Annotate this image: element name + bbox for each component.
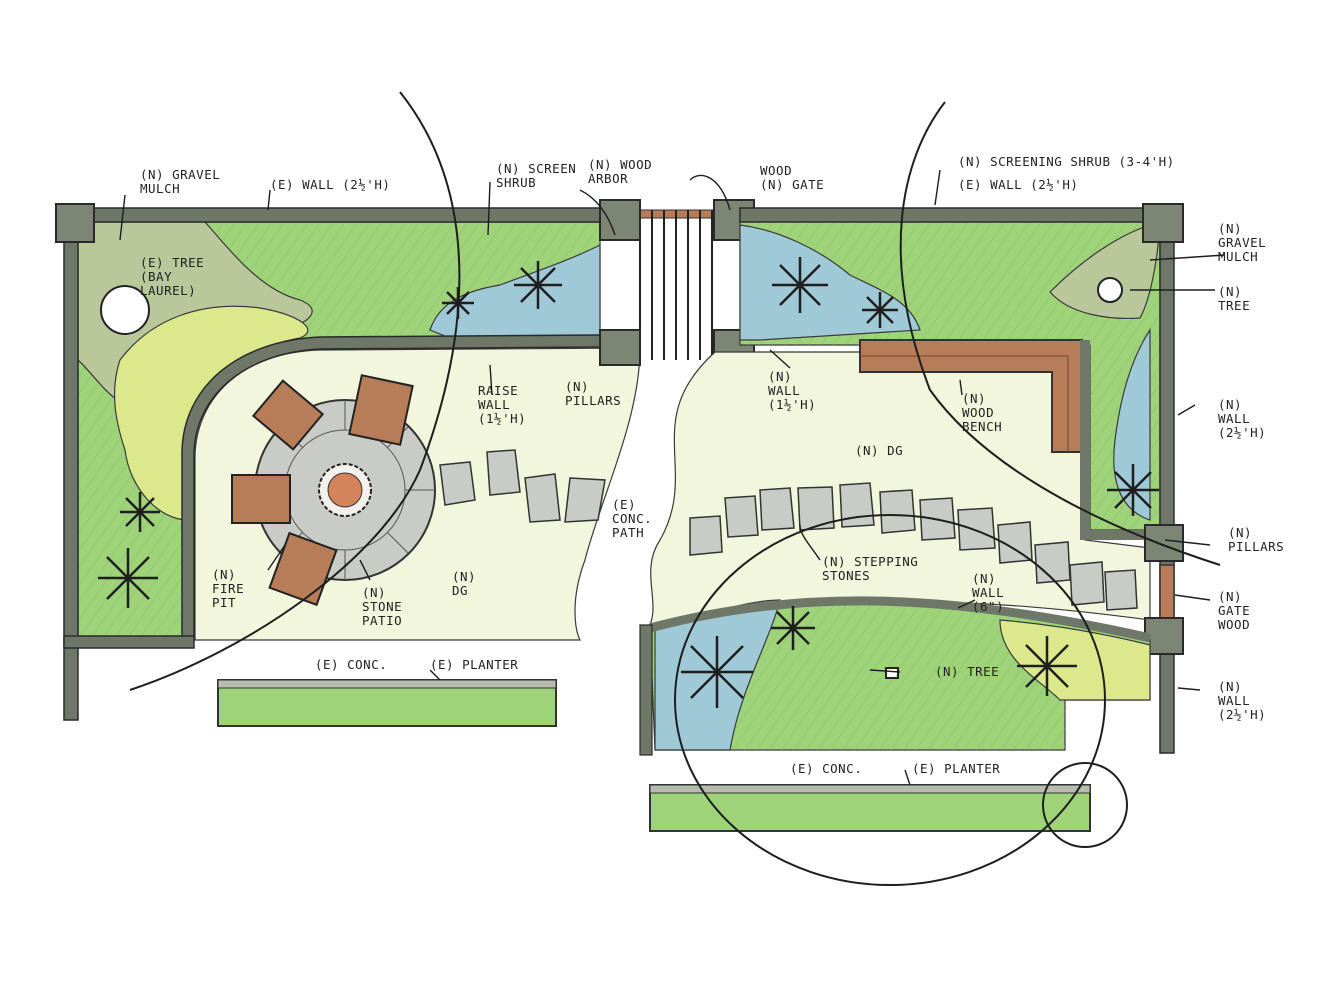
sketch-arcs <box>129 91 1221 886</box>
raised-curved-wall <box>182 335 601 640</box>
right-garden <box>639 203 1184 756</box>
label-wall-right-side: (N) WALL (2½'H) <box>1218 397 1267 440</box>
arbor-and-gate <box>599 199 755 366</box>
chair-3 <box>231 474 291 524</box>
planters <box>217 679 1091 832</box>
left-garden <box>55 203 641 721</box>
pillar-bl <box>599 329 641 366</box>
label-screen-shrub-left: (N) SCREEN SHRUB <box>496 161 577 190</box>
label-wood-bench: (N) WOOD BENCH <box>962 391 1003 434</box>
pillar-tl <box>599 199 641 241</box>
right-stepping-stones <box>689 482 1138 611</box>
shrub-9 <box>771 606 815 650</box>
label-tree-bay-laurel: (E) TREE (BAY LAUREL) <box>140 255 205 298</box>
pillar-right-low <box>1144 617 1184 655</box>
label-conc-right: (E) CONC. <box>790 761 863 776</box>
label-gravel-mulch-left: (N) GRAVEL MULCH <box>140 167 221 196</box>
label-wall-right-bottom: (N) WALL (2½'H) <box>1218 679 1267 722</box>
shrub-8 <box>681 636 753 708</box>
right-tree-symbol <box>1097 277 1123 303</box>
label-pillars-right: (N) PILLARS <box>1228 525 1285 554</box>
right-corner-pillar <box>1142 203 1184 243</box>
label-planter-right: (E) PLANTER <box>912 761 1001 776</box>
large-sketch-ellipse <box>674 514 1106 886</box>
label-raise-wall: RAISE WALL (1½'H) <box>478 383 527 426</box>
label-wall-left: (E) WALL (2½'H) <box>270 177 391 192</box>
leader-lines <box>119 169 1226 786</box>
label-gate-wood: (N) GATE WOOD <box>1218 589 1251 632</box>
shrub-1 <box>514 261 562 309</box>
shrub-7 <box>98 548 158 608</box>
right-top-wall <box>739 207 1161 223</box>
label-dg-left: (N) DG <box>452 569 477 598</box>
shrub-symbols <box>98 257 1159 708</box>
label-wall-right-top: (E) WALL (2½'H) <box>958 177 1079 192</box>
gate-wood-right <box>1159 564 1175 621</box>
label-tree-center: (N) TREE <box>935 664 1000 679</box>
shrub-3 <box>772 257 828 313</box>
label-conc-left: (E) CONC. <box>315 657 388 672</box>
small-sketch-circle <box>1042 762 1128 848</box>
shrub-5 <box>1107 464 1159 516</box>
inner-l-wall <box>1080 340 1150 540</box>
left-stepping-stones <box>439 449 606 523</box>
label-dg-right: (N) DG <box>855 443 904 458</box>
shrub-10 <box>1017 636 1077 696</box>
label-screening-shrub: (N) SCREENING SHRUB (3-4'H) <box>958 154 1175 169</box>
chair-2 <box>348 374 414 446</box>
label-wood-arbor: (N) WOOD ARBOR <box>588 157 653 186</box>
left-top-wall <box>59 207 606 223</box>
pillar-right-mid <box>1144 524 1184 562</box>
left-corner-pillar <box>55 203 95 243</box>
chair-1 <box>251 379 325 451</box>
label-stone-patio: (N) STONE PATIO <box>362 585 403 628</box>
curved-6in-wall <box>648 596 1151 643</box>
right-gravel-mulch <box>1049 221 1161 319</box>
shrub-6 <box>120 492 160 532</box>
label-wall-6in: (N) WALL (6") <box>972 571 1005 614</box>
left-bottom-wall <box>63 635 195 649</box>
label-wood-gate-top: WOOD (N) GATE <box>760 163 825 192</box>
left-blue-planting <box>429 244 601 339</box>
label-planter-left: (E) PLANTER <box>430 657 519 672</box>
lower-yellow-shrub <box>999 619 1151 701</box>
label-pillars-top: (N) PILLARS <box>565 379 622 408</box>
center-tree-symbol <box>885 667 899 679</box>
label-gravel-mulch-right: (N) GRAVEL MULCH <box>1218 221 1267 264</box>
label-wall-center: (N) WALL (1½'H) <box>768 369 817 412</box>
label-conc-path: (E) CONC. PATH <box>612 497 653 540</box>
bay-laurel-tree-symbol <box>100 285 150 335</box>
label-fire-pit: (N) FIRE PIT <box>212 567 245 610</box>
shrub-4 <box>862 292 898 328</box>
lower-bed-wall-left <box>639 624 653 756</box>
label-stepping-stones: (N) STEPPING STONES <box>822 554 919 583</box>
label-tree-right: (N) TREE <box>1218 284 1251 313</box>
